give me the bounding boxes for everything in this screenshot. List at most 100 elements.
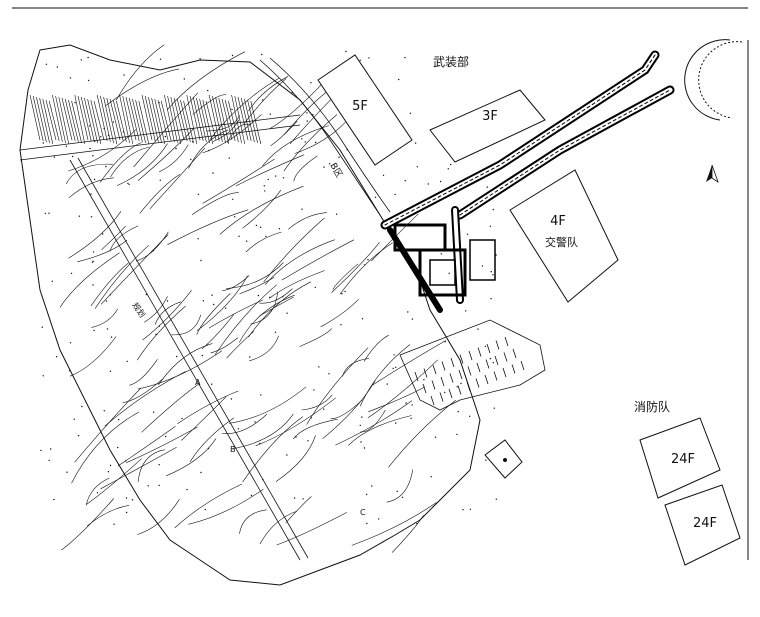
contour-line <box>109 225 139 252</box>
survey-point <box>166 300 169 302</box>
survey-point <box>338 156 340 158</box>
survey-point <box>259 442 261 445</box>
hatch-line <box>199 98 210 144</box>
survey-point <box>310 417 312 419</box>
contour-line <box>177 390 239 424</box>
building-4f: 4F <box>509 169 619 303</box>
survey-point <box>386 383 388 385</box>
contour-line <box>201 314 235 350</box>
contour-line <box>235 154 305 187</box>
survey-point <box>444 391 446 394</box>
survey-point <box>108 134 110 137</box>
parking-stall <box>466 381 471 392</box>
survey-point <box>70 272 73 275</box>
survey-point <box>444 341 446 343</box>
survey-point <box>344 290 346 293</box>
survey-point <box>145 293 147 296</box>
contour-line <box>154 301 181 325</box>
survey-point <box>164 135 167 138</box>
survey-point <box>225 307 227 309</box>
survey-point <box>109 294 112 296</box>
survey-point <box>371 485 373 487</box>
contour-line <box>263 217 325 283</box>
hatch-line <box>93 100 105 141</box>
parking-stall <box>431 380 436 390</box>
survey-point <box>423 379 425 381</box>
survey-point <box>447 168 449 170</box>
contour-line <box>363 334 389 362</box>
survey-point <box>200 259 202 262</box>
hatch-line <box>39 97 50 144</box>
hatch-line <box>170 96 182 145</box>
survey-point <box>207 89 209 92</box>
north-arrow-icon <box>706 164 719 183</box>
survey-point <box>65 145 68 147</box>
parking-stall <box>476 362 481 373</box>
contour-line <box>371 213 419 262</box>
parking-stall <box>484 374 489 385</box>
contour-line <box>242 416 304 483</box>
survey-point <box>208 149 210 152</box>
survey-point <box>361 318 364 320</box>
contour-line <box>276 512 347 546</box>
survey-point <box>366 522 368 525</box>
survey-point <box>416 523 418 525</box>
contour-line <box>142 290 192 341</box>
hatch-line <box>116 100 127 143</box>
contour-line <box>221 413 268 434</box>
contour-line <box>135 231 169 262</box>
contour-line <box>293 155 318 182</box>
survey-point <box>259 226 262 228</box>
contour-line <box>101 225 127 251</box>
survey-point <box>105 300 108 302</box>
survey-point <box>92 251 95 253</box>
contour-line <box>285 496 312 524</box>
drawing-frame <box>12 7 749 560</box>
survey-point <box>448 272 450 274</box>
survey-point <box>48 212 50 214</box>
survey-point <box>481 265 484 267</box>
contour-line <box>245 231 282 253</box>
contour-line <box>368 386 426 413</box>
survey-point <box>211 383 213 385</box>
survey-point <box>158 102 160 104</box>
survey-point <box>255 224 258 227</box>
survey-point <box>110 336 113 338</box>
parking-stall <box>495 340 500 350</box>
hatch-line <box>208 94 220 142</box>
survey-point <box>359 59 361 61</box>
hatch-line <box>29 94 41 141</box>
contour-line <box>181 396 227 441</box>
survey-point <box>213 303 215 306</box>
hatch-line <box>61 97 73 141</box>
building-3f: 3F <box>429 89 546 163</box>
survey-point <box>414 142 417 144</box>
parking-stall <box>457 385 462 395</box>
hatch-line <box>80 96 92 142</box>
contour-line <box>137 449 165 483</box>
survey-point <box>469 415 471 417</box>
contour-line <box>351 502 437 546</box>
survey-point <box>304 141 306 143</box>
hatch-line <box>192 96 204 142</box>
hatch-line <box>180 99 191 143</box>
survey-point <box>89 147 91 150</box>
hatch-line <box>128 97 140 142</box>
survey-point <box>117 418 120 421</box>
survey-point <box>87 79 90 82</box>
contour-line <box>196 293 231 335</box>
survey-point <box>206 344 208 346</box>
survey-point <box>51 280 53 282</box>
contour-line <box>68 129 137 172</box>
survey-point <box>152 250 154 252</box>
contour-line <box>386 469 413 503</box>
survey-point <box>164 435 167 438</box>
contour-line <box>239 276 275 295</box>
parking-stall <box>520 360 525 371</box>
survey-point <box>125 460 127 462</box>
survey-point <box>212 172 214 174</box>
hatch-line <box>96 94 108 142</box>
survey-point <box>261 53 263 56</box>
survey-point <box>72 155 74 158</box>
survey-point <box>411 404 413 406</box>
